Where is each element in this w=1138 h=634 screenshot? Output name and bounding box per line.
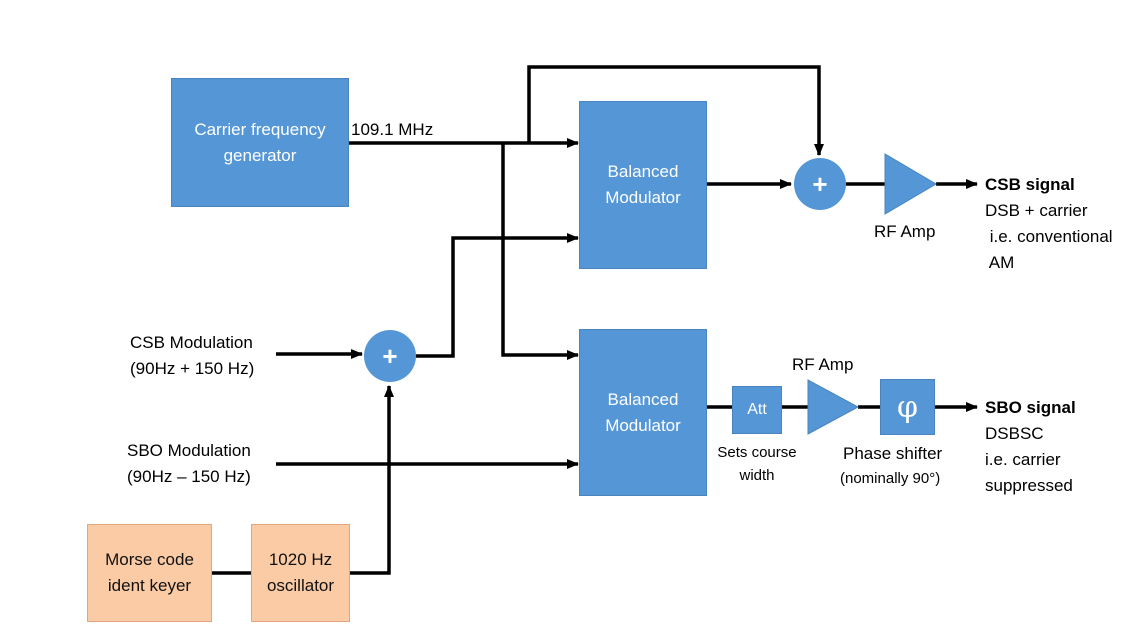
balanced-modulator-top-label: Balanced Modulator [605,162,681,207]
morse-code-ident-keyer: Morse code ident keyer [87,524,212,622]
carrier-generator-label: Carrier frequency generator [194,119,326,165]
csb-output-adder: + [794,158,846,210]
csb-signal-description: DSB + carrier i.e. conventional AM [985,201,1113,272]
sbo-modulation-label: SBO Modulation (90Hz – 150 Hz) [127,441,251,486]
attenuator-caption: Sets course width [717,444,797,484]
wire-oscillator-to-adder [350,385,394,575]
sbo-signal-description: DSBSC i.e. carrier suppressed [985,424,1073,495]
oscillator-label: 1020 Hz oscillator [266,550,335,595]
attenuator-block: Att [732,386,782,434]
carrier-frequency-label: 109.1 MHz [351,120,434,139]
balanced-modulator-bottom-label: Balanced Modulator [605,389,681,435]
sbo-signal-title: SBO signal [985,398,1076,417]
rf-amp-bottom-triangle [807,379,860,435]
wire-adder-to-top-modulator [416,233,579,358]
rf-amp-top-triangle [884,153,937,215]
csb-mod-adder: + [364,330,416,382]
csb-modulation-label: CSB Modulation (90Hz + 150 Hz) [130,333,255,378]
balanced-modulator-top: Balanced Modulator [579,101,707,269]
phase-shifter-symbol: φ [896,389,918,425]
wire-carrier-to-top-adder [527,65,824,156]
carrier-frequency-generator: Carrier frequency generator [171,78,349,207]
phase-shifter-note: (nominally 90°) [840,470,941,487]
attenuator-label: Att [747,401,767,418]
rf-amp-bottom-label: RF Amp [792,355,854,374]
csb-signal-title: CSB signal [985,175,1075,194]
phase-shifter-title: Phase shifter [843,444,943,463]
rf-amp-top-label: RF Amp [874,222,936,241]
oscillator-1020hz: 1020 Hz oscillator [251,524,350,622]
morse-keyer-label: Morse code ident keyer [105,550,194,595]
adder-plus-symbol: + [812,168,828,199]
phase-shifter-block: φ [880,379,935,435]
adder-plus-symbol: + [382,340,398,371]
balanced-modulator-bottom: Balanced Modulator [579,329,707,496]
wire-carrier-to-bottom-modulator [501,143,579,360]
